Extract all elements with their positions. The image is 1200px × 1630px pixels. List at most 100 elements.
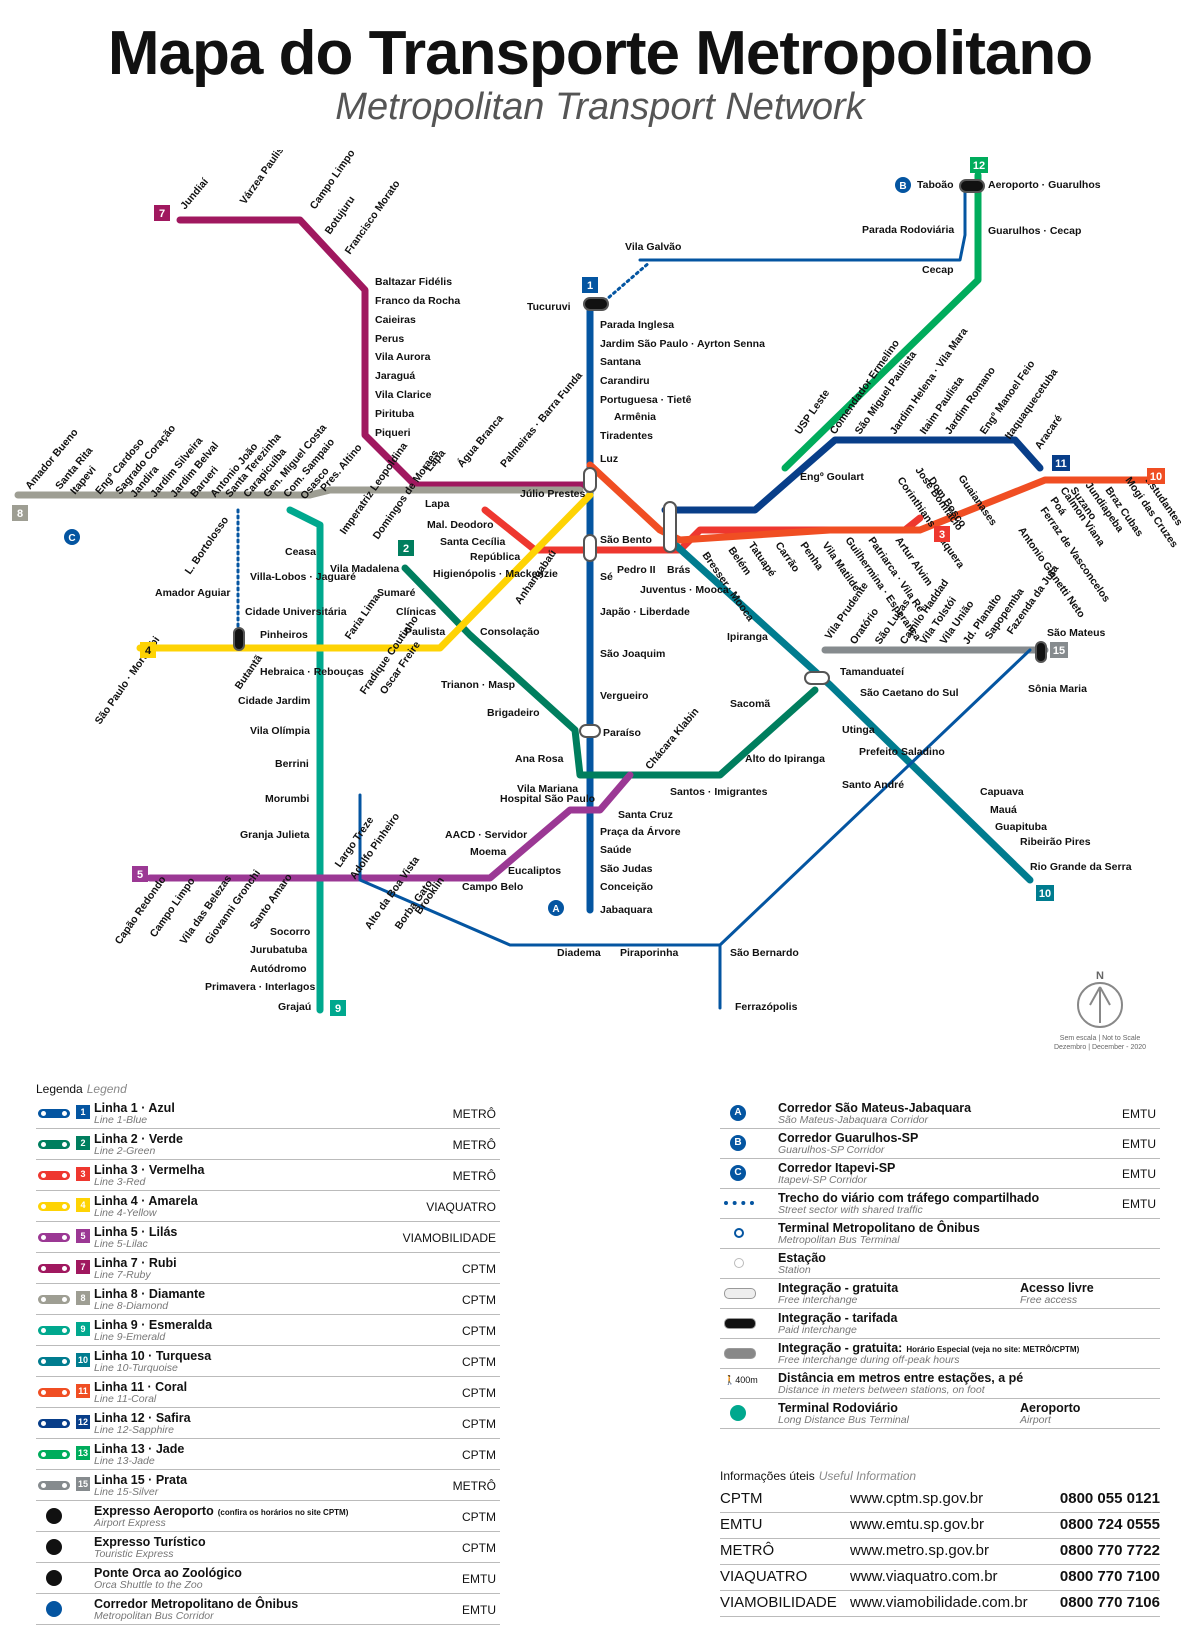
operator-website-link[interactable]: www.viaquatro.com.br (850, 1568, 998, 1585)
badge-8-text: 8 (17, 508, 23, 520)
legend-name: Linha 4 · Amarela (94, 1194, 198, 1208)
legend-sub: Line 7-Ruby (94, 1269, 151, 1281)
station-label-maua: Mauá (990, 804, 1017, 816)
legend-name: Linha 13 · Jade (94, 1442, 185, 1456)
badge-8 (12, 505, 28, 521)
station-label-chacara-klabin: Chácara Klabin (643, 706, 701, 772)
station-label-conceicao: Conceição (600, 881, 653, 893)
legend-operator: METRÔ (452, 1479, 496, 1493)
interchange-pinheiros (233, 627, 245, 651)
station-label-ferraz: Ferraz de Vasconcelos (1038, 505, 1113, 605)
legend-extra: Acesso livre (1020, 1281, 1094, 1295)
map-subtitle: Metropolitan Transport Network (335, 86, 865, 128)
operator-website-link[interactable]: www.metro.sp.gov.br (850, 1542, 989, 1559)
station-label-japao: Japão · Liberdade (600, 606, 690, 618)
station-label-grajau: Grajaú (278, 1001, 311, 1013)
legend-name: Linha 2 · Verde (94, 1132, 183, 1146)
line-pill-icon (38, 1357, 70, 1366)
station-label-sao-mateus: São Mateus (1047, 627, 1106, 639)
line-number-badge: 4 (76, 1198, 90, 1212)
station-label-juventus: Juventus · Mooca (640, 584, 729, 596)
badge-15 (1050, 642, 1068, 658)
operator-website-link[interactable]: www.cptm.sp.gov.br (850, 1490, 984, 1507)
legend-operator: CPTM (462, 1510, 496, 1524)
line-pill-icon (38, 1171, 70, 1180)
station-label-julio-prestes: Júlio Prestes (520, 488, 586, 500)
legend-name: Corredor Guarulhos-SP (778, 1131, 919, 1145)
line-pill-icon (38, 1419, 70, 1428)
line-pill-icon (38, 1140, 70, 1149)
line-number-badge: 13 (76, 1446, 90, 1460)
legend-name: Integração - tarifada (778, 1311, 898, 1325)
legend-row: Trecho do viário com tráfego compartilha… (720, 1188, 1160, 1219)
free-icon (722, 1285, 774, 1301)
badge-2 (398, 540, 414, 556)
line-number-badge: 8 (76, 1291, 90, 1305)
legend-operator: CPTM (462, 1448, 496, 1462)
legend-symbol: 11 (38, 1384, 90, 1400)
station-label-vila-mariana: Vila Mariana (517, 783, 578, 795)
station-label-baltazar-fidelis: Baltazar Fidélis (375, 276, 452, 288)
legend-operator: EMTU (462, 1572, 496, 1586)
legend-operator: CPTM (462, 1262, 496, 1276)
legend-sub: Line 9-Emerald (94, 1331, 166, 1343)
station-label-utinga: Utinga (842, 724, 875, 736)
line-number-badge: 12 (76, 1415, 90, 1429)
badge-a (548, 900, 564, 916)
bus-corridor-abc (358, 648, 1032, 947)
paid-icon (722, 1315, 774, 1331)
legend-name: Ponte Orca ao Zoológico (94, 1566, 242, 1580)
legend-operator: VIAQUATRO (426, 1200, 496, 1214)
badge-7-text: 7 (159, 208, 165, 220)
station-label-santana: Santana (600, 356, 641, 368)
station-label-morumbi: Morumbi (265, 793, 309, 805)
line-8-diamond (14, 486, 584, 499)
station-label-santo-andre: Santo André (842, 779, 904, 791)
operator-phone: 0800 724 0555 (1059, 1516, 1160, 1533)
operator-website-link[interactable]: www.viamobilidade.com.br (850, 1594, 1028, 1611)
station-label-santos-imigrantes: Santos · Imigrantes (670, 786, 768, 798)
station-label-cecap: Cecap (922, 264, 954, 276)
station-label-parada-rodoviaria: Parada Rodoviária (862, 224, 954, 236)
interchange-se (583, 534, 597, 562)
station-label-alto-da-boa-vista: Alto da Boa Vista (363, 854, 422, 932)
station-label-pirituba: Pirituba (375, 408, 414, 420)
badge-1-text: 1 (587, 280, 593, 292)
station-label-alto-do-ipiranga: Alto do Ipiranga (745, 753, 825, 765)
legend-sub: Free interchange during off-peak hours (778, 1354, 960, 1366)
station-label-caieiras: Caieiras (375, 314, 416, 326)
station-label-tamanduatei: Tamanduateí (840, 666, 905, 678)
station-label-campo-belo: Campo Belo (462, 881, 523, 893)
station-label-vila-clarice: Vila Clarice (375, 389, 432, 401)
station-label-vergueiro: Vergueiro (600, 690, 648, 702)
station-label-piraporinha: Piraporinha (620, 947, 679, 959)
station-label-saude: Saúde (600, 844, 632, 856)
legend-operator: CPTM (462, 1386, 496, 1400)
line-number-badge: 1 (76, 1105, 90, 1119)
station-label-sao-caetano: São Caetano do Sul (860, 687, 959, 699)
station-label-moema: Moema (470, 846, 506, 858)
legend-operator: VIAMOBILIDADE (402, 1231, 496, 1245)
compass: N Sem escala | Not to Scale Dezembro | D… (1054, 970, 1146, 1051)
station-label-sacoma: Sacomã (730, 698, 770, 710)
station-label-vila-olimpia: Vila Olímpia (250, 725, 310, 737)
legend-name: Linha 9 · Esmeralda (94, 1318, 213, 1332)
ring-icon (722, 1225, 774, 1241)
station-label-palmeiras: Palmeiras · Barra Funda (498, 370, 585, 470)
station-label-carandiru: Carandiru (600, 375, 650, 387)
line-number-badge: 15 (76, 1477, 90, 1491)
operator-website-link[interactable]: www.emtu.sp.gov.br (850, 1516, 984, 1533)
operator-name: CPTM (720, 1490, 763, 1507)
badge-10-text: 10 (1039, 888, 1051, 900)
legend-name: Corredor Metropolitano de Ônibus (94, 1597, 299, 1611)
